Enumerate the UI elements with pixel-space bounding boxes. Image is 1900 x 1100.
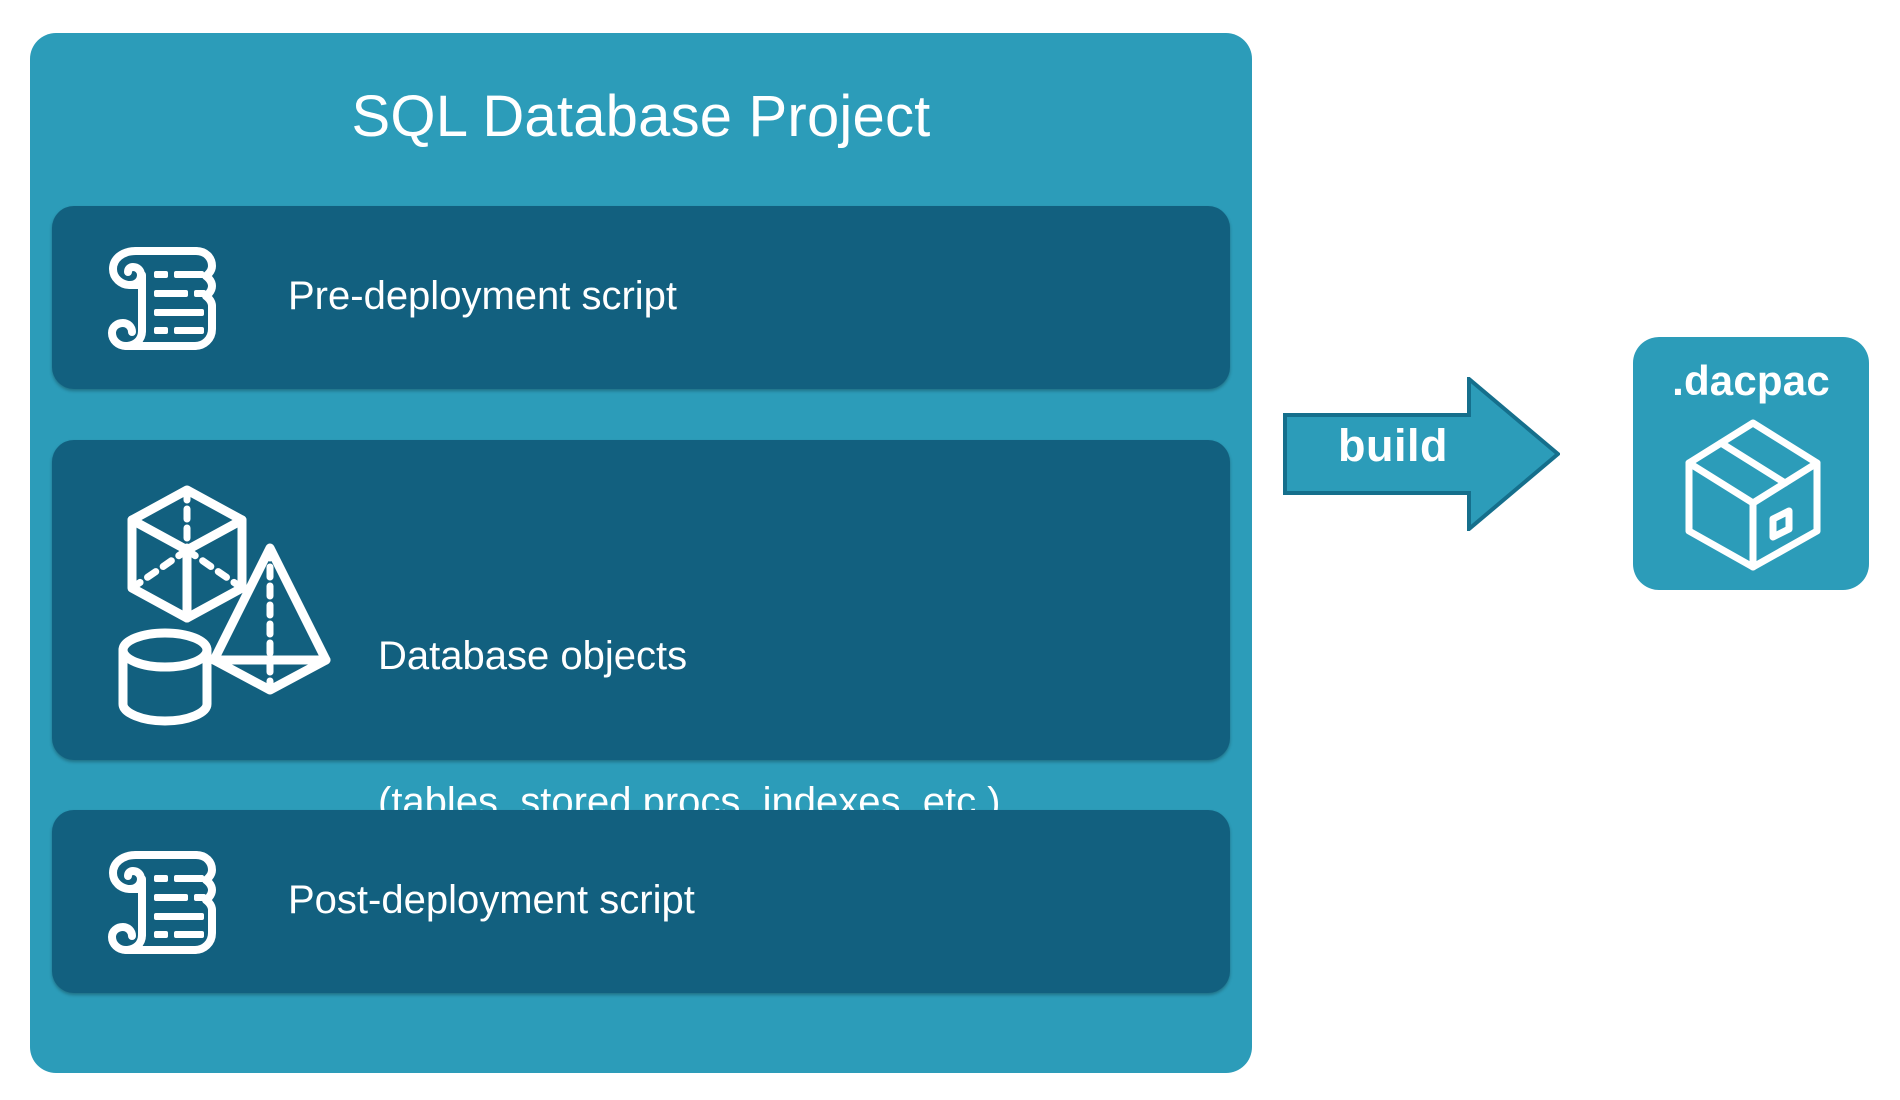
card-database-objects[interactable]: Database objects (tables, stored procs, … xyxy=(52,440,1230,824)
card-label-database-objects: Database objects (tables, stored procs, … xyxy=(378,534,1001,924)
card-label-post-deployment: Post-deployment script xyxy=(288,878,695,922)
scroll-icon xyxy=(108,851,216,954)
project-title: SQL Database Project xyxy=(351,84,931,149)
build-arrow-icon xyxy=(1283,377,1560,531)
3d-shapes-icon xyxy=(118,485,331,726)
card-pre-deployment[interactable]: Pre-deployment script xyxy=(52,206,1230,389)
card-label-database-objects-line1: Database objects xyxy=(378,633,688,678)
card-post-deployment[interactable]: Post-deployment script xyxy=(52,810,1230,993)
sql-database-project-panel: SQL Database Project xyxy=(30,33,1252,1073)
scroll-icon xyxy=(108,247,216,350)
package-box-icon xyxy=(1685,419,1821,571)
card-label-pre-deployment: Pre-deployment script xyxy=(288,274,678,318)
dacpac-title: .dacpac xyxy=(1672,357,1830,404)
dacpac-output-panel[interactable]: .dacpac xyxy=(1633,337,1869,590)
